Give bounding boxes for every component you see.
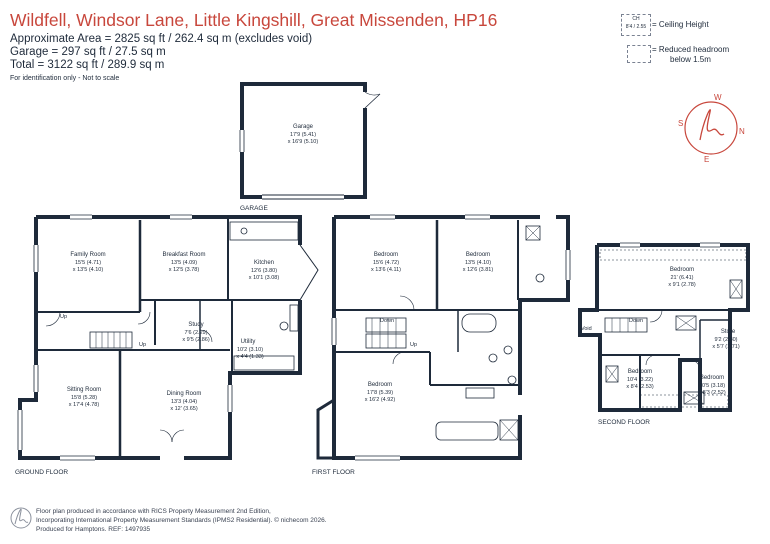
total-area: Total = 3122 sq ft / 289.9 sq m	[10, 59, 165, 71]
nichecom-logo-icon	[10, 507, 32, 529]
footer-line-3: Produced for Hamptons. REF: 1497935	[36, 526, 151, 533]
first-floor-plan	[316, 215, 570, 460]
bedroom-2f-b-dim2: x 8'4 (2.53)	[626, 384, 654, 390]
kitchen-dim2: x 10'1 (3.08)	[249, 275, 280, 281]
family-room-dim1: 15'5 (4.71)	[75, 260, 101, 266]
dining-room-name: Dining Room	[167, 391, 202, 397]
sitting-room-dim2: x 17'4 (4.78)	[69, 402, 100, 408]
ceiling-height-key-label: CH	[632, 16, 640, 22]
ceiling-height-key-box: CH 8'4 / 2.55	[621, 14, 651, 36]
garage-area: Garage = 297 sq ft / 27.5 sq m	[10, 46, 166, 58]
bedroom-1f-b-dim1: 13'5 (4.10)	[465, 260, 491, 266]
breakfast-room-name: Breakfast Room	[162, 252, 205, 258]
second-floor-plan	[578, 243, 750, 412]
bedroom-1f-a-dim1: 15'6 (4.72)	[373, 260, 399, 266]
reduced-headroom-key-text-2: below 1.5m	[670, 55, 711, 64]
bedroom-1f-c-dim2: x 16'2 (4.92)	[365, 397, 396, 403]
family-room-name: Family Room	[70, 252, 105, 258]
garage-room-name: Garage	[293, 124, 314, 130]
ground-floor-plan	[18, 215, 319, 460]
property-title: Wildfell, Windsor Lane, Little Kingshill…	[10, 10, 498, 30]
compass-n-label: N	[739, 127, 745, 136]
bedroom-1f-b-dim2: x 12'6 (3.81)	[463, 267, 494, 273]
reduced-headroom-key-box	[627, 45, 651, 63]
first-stairs-up-label: Up	[410, 342, 417, 348]
ceiling-height-key-text: = Ceiling Height	[652, 20, 709, 29]
study-dim2: x 9'5 (2.86)	[182, 337, 210, 343]
bedroom-2f-a-dim2: x 9'1 (2.78)	[668, 282, 696, 288]
footer-line-2: Incorporating International Property Mea…	[36, 517, 327, 524]
compass-s-label: S	[678, 119, 683, 128]
reduced-headroom-key-text: = Reduced headroom	[652, 45, 730, 54]
ground-stairs-up-label: Up	[139, 342, 146, 348]
kitchen-name: Kitchen	[254, 260, 274, 266]
breakfast-room-dim2: x 12'5 (3.78)	[169, 267, 200, 273]
store-dim1: 9'2 (2.80)	[714, 337, 737, 343]
compass-w-label: W	[714, 93, 722, 102]
approx-area: Approximate Area = 2825 sq ft / 262.4 sq…	[10, 33, 313, 45]
bedroom-1f-a-name: Bedroom	[374, 252, 398, 258]
garage-room-dim1: 17'9 (5.41)	[290, 132, 316, 138]
garage-floor-label: GARAGE	[240, 205, 268, 212]
first-stairs-down-label: Down	[380, 318, 394, 324]
first-floor-label: FIRST FLOOR	[312, 469, 355, 476]
ground-floor-window-frames	[17, 214, 233, 461]
bedroom-1f-a-dim2: x 13'6 (4.11)	[371, 267, 401, 273]
second-stairs-down-label: Down	[629, 318, 643, 324]
store-dim2: x 5'7 (1.71)	[712, 344, 740, 350]
garage-room-dim2: x 16'9 (5.10)	[288, 139, 319, 145]
first-floor-window-frames	[331, 214, 571, 461]
bedroom-1f-c-name: Bedroom	[368, 382, 392, 388]
garage-plan	[239, 82, 381, 200]
bedroom-2f-b-dim1: 10'4 (3.22)	[627, 377, 653, 383]
first-floor-windows	[332, 215, 570, 460]
bedroom-1f-b-name: Bedroom	[466, 252, 490, 258]
breakfast-room-dim1: 13'5 (4.09)	[171, 260, 197, 266]
dining-room-dim1: 13'3 (4.04)	[171, 399, 197, 405]
sitting-room-name: Sitting Room	[67, 387, 101, 393]
bedroom-2f-c-name: Bedroom	[700, 375, 724, 381]
utility-dim2: x 4'4 (1.33)	[236, 354, 264, 360]
family-room-dim2: x 13'5 (4.10)	[73, 267, 104, 273]
study-dim1: 7'6 (2.29)	[184, 330, 207, 336]
ground-stairs-up-label-2: Up	[60, 314, 67, 320]
bedroom-1f-c-dim1: 17'8 (5.39)	[367, 390, 393, 396]
sitting-room-dim1: 15'8 (5.28)	[71, 395, 97, 401]
ground-floor-label: GROUND FLOOR	[15, 469, 68, 476]
utility-name: Utility	[241, 339, 256, 345]
bedroom-2f-a-dim1: 21' (6.41)	[670, 275, 693, 281]
ceiling-height-key-sample: 8'4 / 2.55	[625, 24, 647, 30]
bedroom-2f-b-name: Bedroom	[628, 369, 652, 375]
void-label: Void	[581, 326, 592, 332]
bedroom-2f-a-name: Bedroom	[670, 267, 694, 273]
store-name: Store	[721, 329, 736, 335]
study-name: Study	[188, 322, 203, 328]
compass-icon: W N S E	[678, 93, 745, 164]
second-floor-label: SECOND FLOOR	[598, 419, 650, 426]
utility-dim1: 10'2 (3.10)	[237, 347, 263, 353]
identification-note: For identification only - Not to scale	[10, 75, 120, 82]
footer-line-1: Floor plan produced in accordance with R…	[36, 508, 271, 515]
dining-room-dim2: x 12' (3.65)	[170, 406, 198, 412]
second-floor-window-frames	[620, 242, 720, 248]
ground-floor-windows	[18, 215, 232, 460]
bedroom-2f-c-dim1: 10'5 (3.18)	[699, 383, 725, 389]
compass-e-label: E	[704, 155, 709, 164]
bedroom-2f-c-dim2: x 8'3 (2.52)	[698, 390, 726, 396]
kitchen-dim1: 12'6 (3.80)	[251, 268, 277, 274]
